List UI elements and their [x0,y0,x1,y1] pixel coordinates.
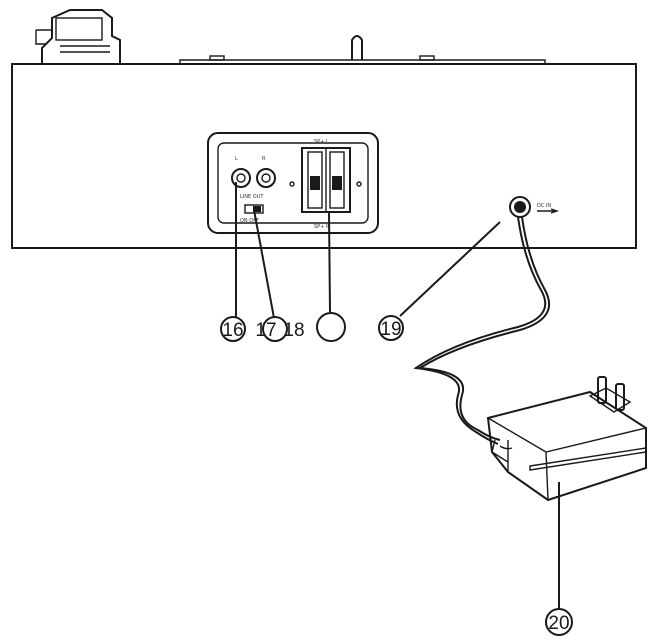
speaker-top-label: SP+ L [314,139,329,145]
callout-20-label: 20 [548,613,569,634]
platter-top [179,35,546,64]
jack-right-center [261,173,271,183]
speaker-terminal-right [332,176,342,190]
callout-17: 17 [255,316,288,342]
dc-in-label: DC IN [537,203,551,209]
callout-18: 18 [283,312,346,342]
callout-19-label: 19 [380,319,401,340]
jack-group-label: LINE OUT [240,194,264,200]
jack-right [256,168,276,188]
tonearm-base [35,9,121,64]
callout-17-label: 17 [255,320,276,341]
leader-lines [235,182,560,610]
power-cord [416,216,550,441]
speaker-terminals: SP+ L SP+ R [289,139,362,230]
callout-18-label: 18 [283,320,304,341]
callout-16: 16 [220,316,246,342]
adapter-prong-left [597,376,607,404]
speaker-terminal-left [310,176,320,190]
callout-19: 19 [378,315,404,341]
callout-18-marker [316,312,346,342]
jack-left-label: L [235,156,238,162]
dc-in-socket: DC IN [509,196,560,218]
speaker-bottom-label: SP+ R [314,224,330,230]
ac-adapter [486,376,647,502]
rear-connection-panel [207,132,379,234]
slide-switch-label: ON OFF [240,218,259,224]
adapter-prong-right [615,383,625,411]
jack-right-label: R [262,156,266,162]
unit-body [11,63,637,249]
jack-left-center [236,173,246,183]
callout-20: 20 [545,608,573,636]
slide-switch: ON OFF [240,204,264,224]
callout-16-label: 16 [222,320,243,341]
jack-left [231,168,251,188]
line-out-jacks: L R LINE OUT [231,156,276,200]
